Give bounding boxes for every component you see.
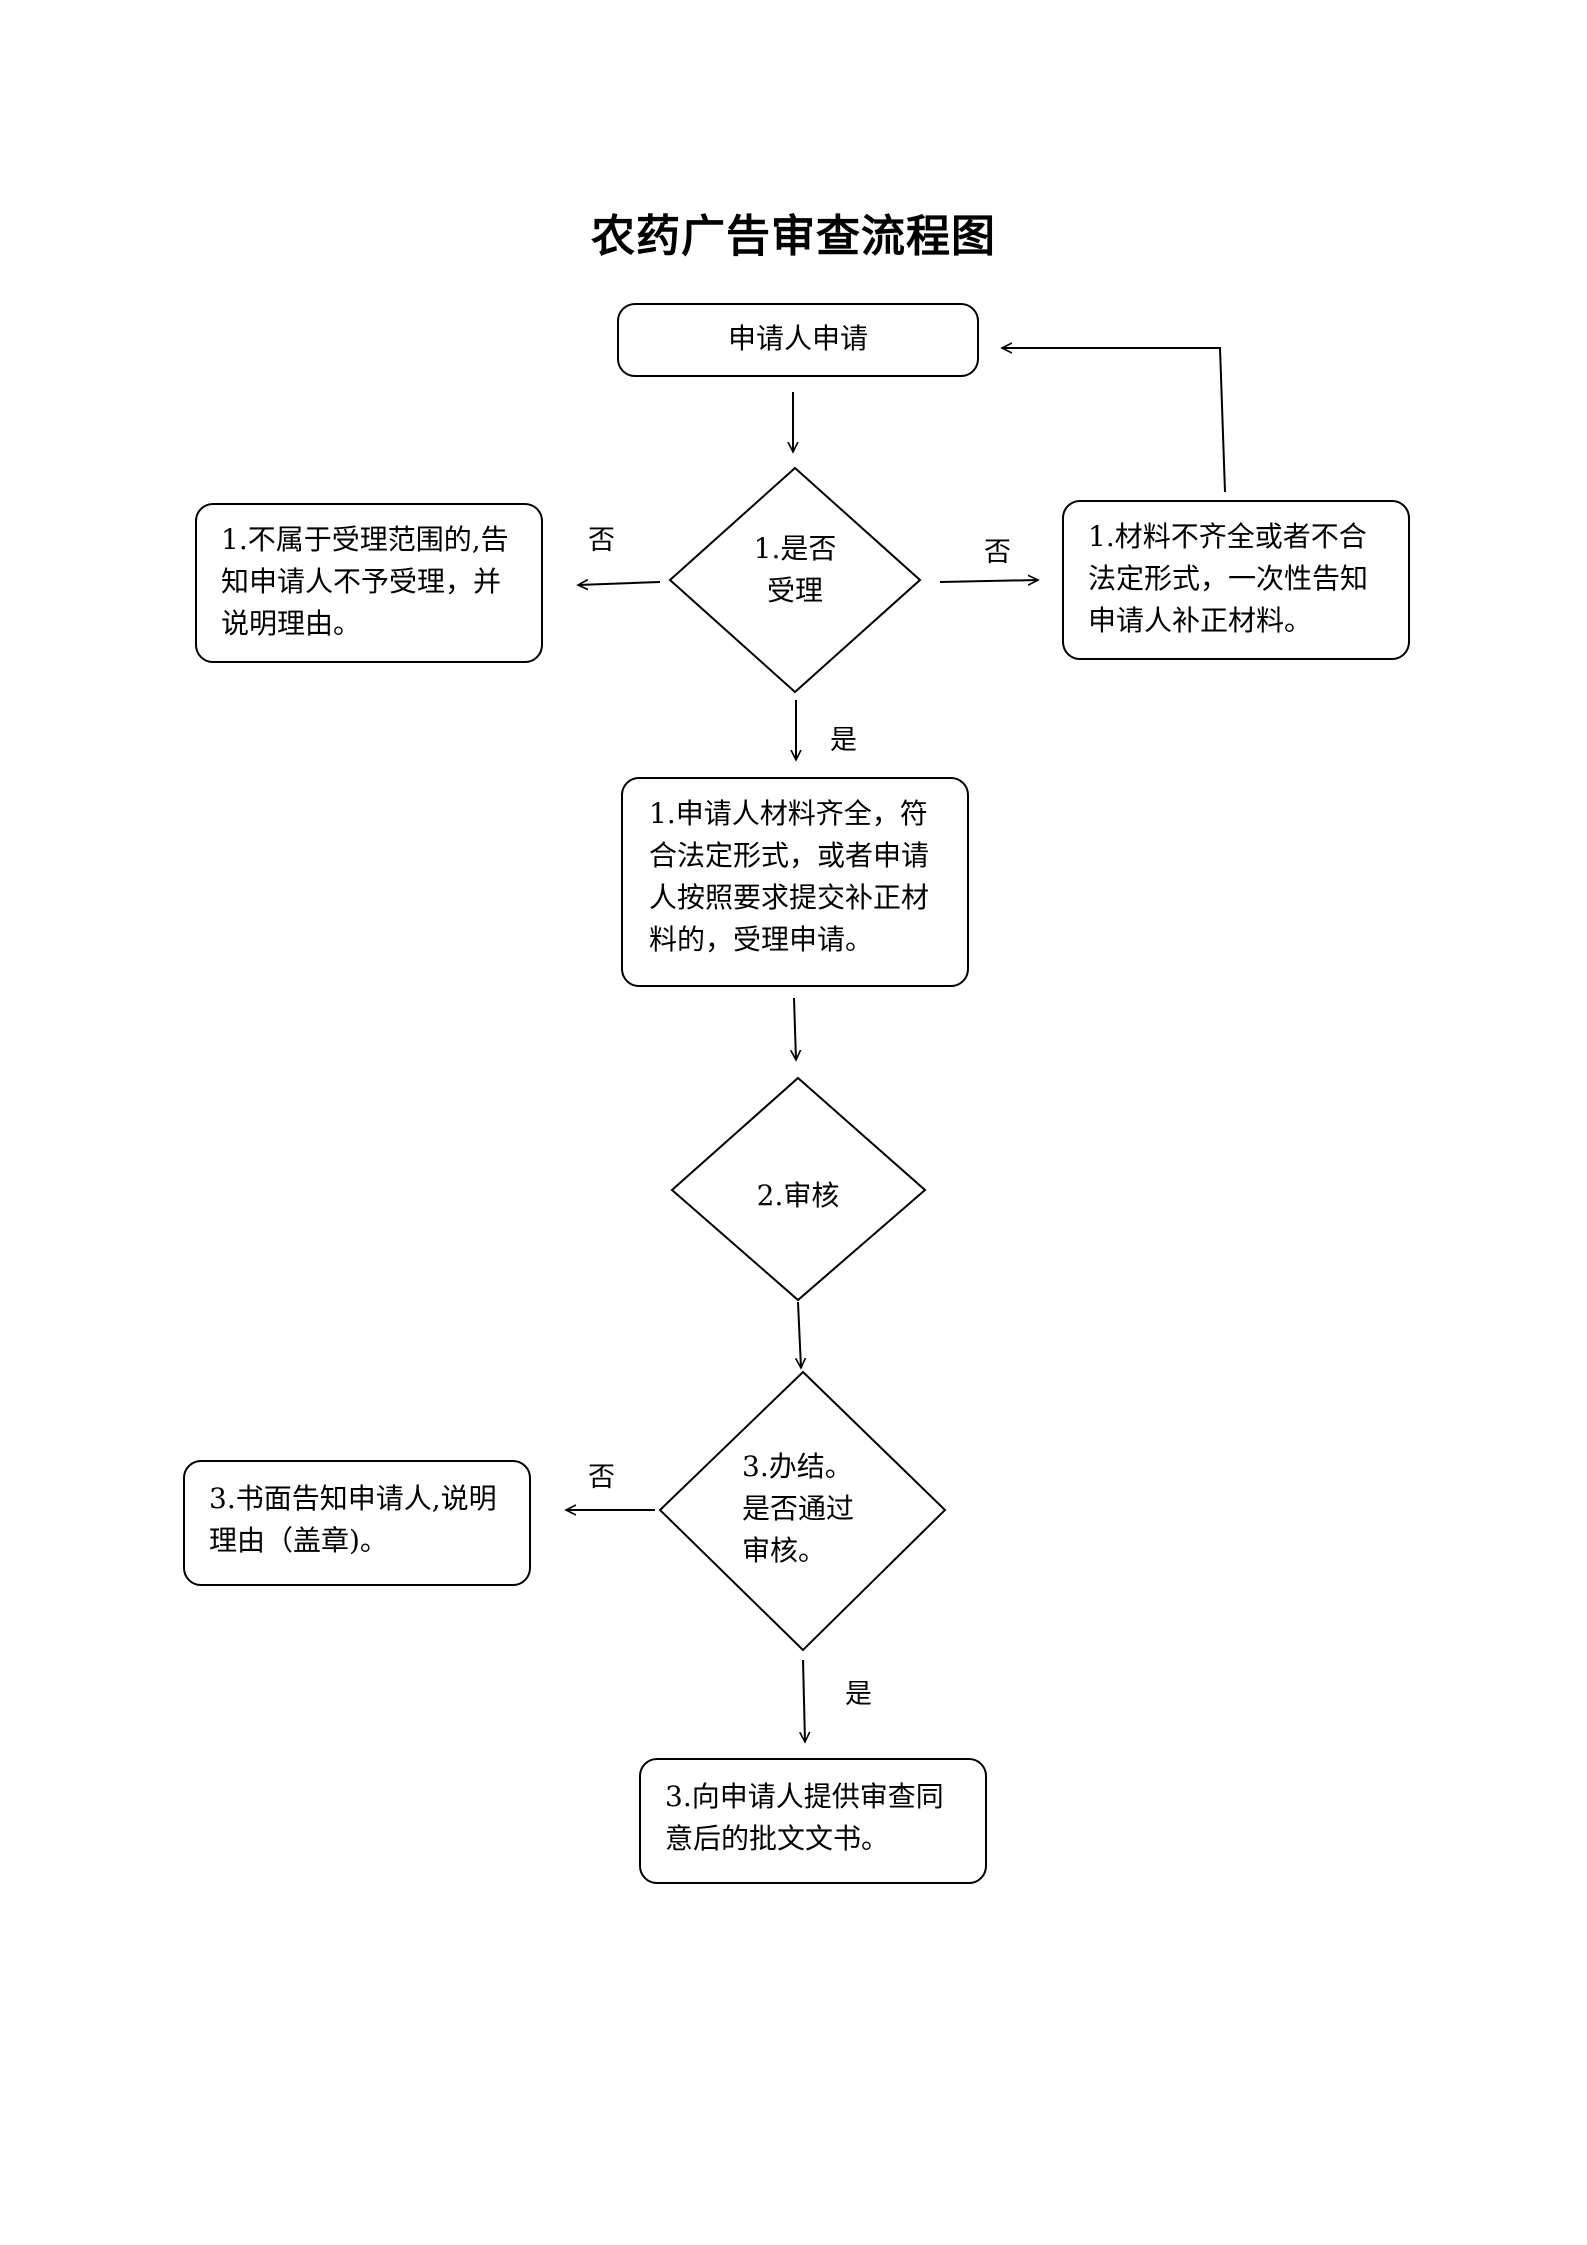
decision-accept-label: 1.是否 受理: [753, 532, 837, 607]
node-incomplete-text: 1.材料不齐全或者不合法定形式，一次性告知申请人补正材料。: [1088, 520, 1369, 637]
edge-label-no-left-2: 否: [588, 1462, 615, 1493]
node-fail-notice-text: 3.书面告知申请人,说明理由（盖章)。: [209, 1482, 497, 1557]
review-diamond: [670, 1076, 927, 1302]
node-accepted-text: 1.申请人材料齐全，符合法定形式，或者申请人按照要求提交补正材料的，受理申请。: [649, 797, 930, 956]
review-label: 2.审核: [756, 1179, 840, 1212]
edge-label-no-left-1: 否: [588, 525, 615, 556]
node-reject-scope: 1.不属于受理范围的,告知申请人不予受理，并说明理由。: [195, 503, 543, 663]
edge-label-yes-2: 是: [845, 1679, 872, 1710]
node-incomplete: 1.材料不齐全或者不合法定形式，一次性告知申请人补正材料。: [1062, 500, 1410, 660]
page-title: 农药广告审查流程图: [591, 211, 996, 262]
arrow-to-incomplete: [939, 580, 1038, 582]
decision-pass-diamond: [658, 1370, 947, 1652]
node-reject-scope-text: 1.不属于受理范围的,告知申请人不予受理，并说明理由。: [221, 523, 509, 640]
node-apply-text: 申请人申请: [727, 322, 868, 355]
decision-accept-diamond: [668, 466, 922, 694]
node-apply: 申请人申请: [617, 303, 979, 377]
node-accepted: 1.申请人材料齐全，符合法定形式，或者申请人按照要求提交补正材料的，受理申请。: [621, 777, 969, 987]
arrow-review-to-pass: [798, 1301, 801, 1368]
arrow-to-reject-scope: [578, 582, 661, 585]
edge-label-yes-1: 是: [830, 725, 857, 756]
arrow-pass-to-approval: [803, 1659, 805, 1742]
arrow-accepted-to-review: [794, 997, 796, 1060]
node-approval: 3.向申请人提供审查同意后的批文文书。: [639, 1758, 987, 1884]
decision-pass-label: 3.办结。 是否通过 审核。: [742, 1450, 855, 1567]
edge-label-no-right-1: 否: [984, 537, 1011, 568]
node-fail-notice: 3.书面告知申请人,说明理由（盖章)。: [183, 1460, 531, 1586]
node-approval-text: 3.向申请人提供审查同意后的批文文书。: [665, 1780, 944, 1855]
arrow-incomplete-back-to-apply: [1002, 348, 1226, 493]
